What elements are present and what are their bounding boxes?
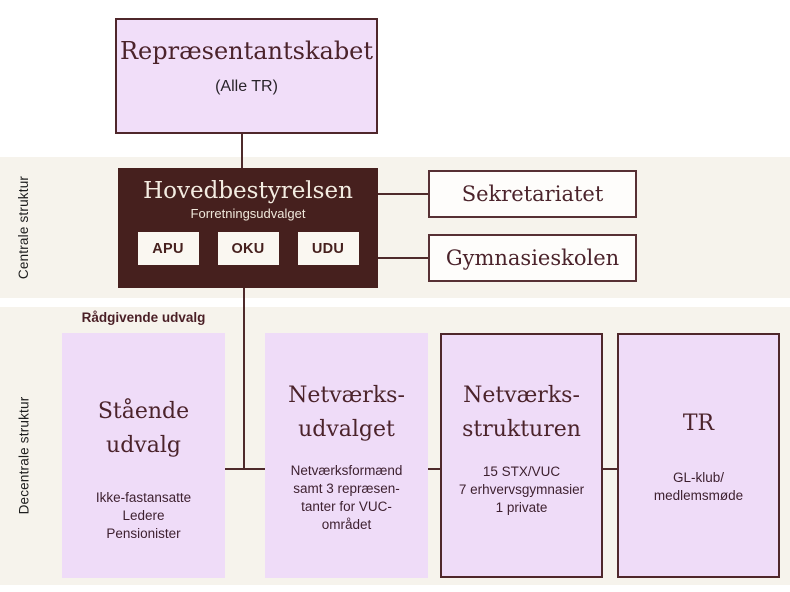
body-line: tanter for VUC- [301,499,392,514]
body-line: Netværksformænd [290,463,403,478]
main-board-box: Hovedbestyrelsen Forretningsudvalget APU… [118,168,378,288]
title-line: udvalget [298,417,395,442]
central-structure-label-text: Centrale struktur [16,175,32,280]
representatives-subtitle: (Alle TR) [215,78,278,95]
connector-board-school [378,257,428,259]
connector-box2-box3 [427,468,441,470]
connector-top-to-board [241,134,243,168]
body-line: Pensionister [106,526,181,541]
main-board-title: Hovedbestyrelsen [143,178,353,204]
body-line: GL-klub/ [672,470,725,485]
body-line: 1 private [495,500,548,515]
title-line: strukturen [462,417,581,442]
school-box: Gymnasieskolen [428,234,637,282]
connector-box3-box4 [602,468,618,470]
title-line: Netværks- [463,383,580,408]
body-line: Ledere [122,508,165,523]
tr-body: GL-klub/ medlemsmøde [654,469,743,505]
title-line: Stående udvalg [97,399,190,458]
body-line: samt 3 repræsen- [293,481,400,496]
connector-board-secretariat [378,193,428,195]
network-structure-box: Netværks- strukturen 15 STX/VUC 7 erhver… [440,333,603,578]
advisory-committees-label: Rådgivende udvalg [81,310,206,325]
representatives-box: Repræsentantskabet (Alle TR) [115,18,378,134]
decentral-structure-label: Decentrale struktur [4,330,44,580]
tr-box: TR GL-klub/ medlemsmøde [617,333,780,578]
body-line: 15 STX/VUC [482,464,561,479]
connector-board-to-network [243,288,245,470]
body-line: området [321,517,372,532]
title-line: Netværks- [288,383,405,408]
network-committee-box: Netværks- udvalget Netværksformænd samt … [265,333,428,578]
tr-title: TR [683,407,714,441]
body-line: 7 erhvervsgymnasier [458,482,585,497]
network-structure-title: Netværks- strukturen [462,379,581,447]
committee-button-row: APU OKU UDU [137,232,359,265]
representatives-title: Repræsentantskabet [119,37,374,65]
body-line: Ikke-fastansatte [95,490,192,505]
secretariat-box: Sekretariatet [428,170,637,218]
network-committee-body: Netværksformænd samt 3 repræsen- tanter … [291,462,403,534]
main-board-subtitle: Forretningsudvalget [190,206,306,221]
standing-committees-box: Stående udvalg Ikke-fastansatte Ledere P… [62,333,225,578]
decentral-structure-label-text: Decentrale struktur [16,396,32,514]
body-line: medlemsmøde [653,488,744,503]
udu-button: UDU [297,232,359,265]
apu-button: APU [137,232,199,265]
central-structure-label: Centrale struktur [4,157,44,298]
title-line: TR [682,411,715,436]
standing-committees-body: Ikke-fastansatte Ledere Pensionister [96,489,191,543]
connector-box1-box2 [224,468,266,470]
network-committee-title: Netværks- udvalget [288,379,405,447]
standing-committees-title: Stående udvalg [62,395,225,463]
network-structure-body: 15 STX/VUC 7 erhvervsgymnasier 1 private [459,463,584,517]
oku-button: OKU [217,232,279,265]
